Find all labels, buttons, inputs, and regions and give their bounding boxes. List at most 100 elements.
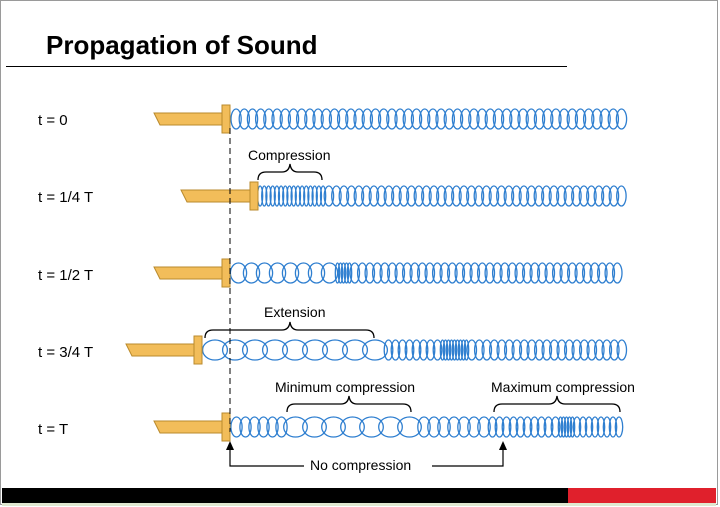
spring-coil (569, 416, 576, 438)
spring-coil (563, 185, 575, 207)
spring-coil (473, 339, 485, 361)
spring-coil (457, 416, 471, 438)
spring-coil (294, 185, 302, 207)
spring-coil (238, 108, 251, 130)
spring-coil (230, 108, 242, 130)
spring-coil (221, 339, 249, 361)
spring-coil (346, 262, 353, 284)
spring-coil (255, 262, 274, 284)
spring-coil (616, 185, 627, 207)
spring-coil (543, 416, 554, 438)
spring-coil (323, 185, 335, 207)
footer-bar-red (568, 488, 716, 503)
spring-coil (491, 262, 503, 284)
spring-coil (361, 108, 374, 130)
spring-coil (518, 339, 530, 361)
spring-coil (454, 339, 461, 361)
spring-coil (484, 262, 496, 284)
spring-coil (435, 108, 447, 130)
spring-coil (460, 339, 467, 361)
piston-half-t (153, 258, 231, 288)
spring-coil (229, 262, 248, 284)
spring-coil (312, 108, 324, 130)
spring-coil (311, 185, 318, 207)
piston-full-t (153, 412, 231, 442)
spring-coil (566, 416, 573, 438)
spring-coil (425, 339, 436, 361)
piston-plate (249, 181, 259, 211)
spring-coil (457, 339, 464, 361)
spring-coil (263, 108, 275, 130)
spring-coil (481, 185, 492, 207)
pistons-layer (125, 104, 259, 442)
spring-coil (548, 185, 560, 207)
spring-coil (418, 339, 429, 361)
row-label-t0: t = 0 (38, 112, 68, 129)
spring-coil (376, 185, 387, 207)
spring-coil (521, 262, 533, 284)
spring-coil (320, 108, 333, 130)
spring-coil (525, 108, 538, 130)
spring-coil (574, 108, 587, 130)
spring-coil (404, 339, 415, 361)
spring-coil (593, 185, 605, 207)
spring-coil (608, 339, 620, 361)
spring-coil (298, 185, 306, 207)
spring-coil (269, 185, 276, 207)
spring-coil (343, 262, 350, 284)
spring-coil (406, 185, 417, 207)
spring-coil (254, 108, 267, 130)
spring-coil (517, 108, 529, 130)
spring-coil (518, 185, 530, 207)
maximum-compression-brace (493, 395, 621, 413)
spring-coil (541, 108, 554, 130)
spring-coil (551, 262, 563, 284)
spring-coil (496, 339, 508, 361)
springs-layer (201, 108, 628, 438)
spring-coil (469, 262, 481, 284)
spring-coil (590, 416, 600, 438)
spring-coil (401, 262, 413, 284)
piston-plate (221, 258, 231, 288)
spring-coil (451, 185, 462, 207)
spring-coil (503, 339, 515, 361)
spring-coil (614, 416, 624, 438)
spring-coil (391, 185, 402, 207)
spring-coil (432, 339, 443, 361)
spring-coil (268, 262, 287, 284)
spring-coil (477, 416, 491, 438)
spring-coil (398, 185, 410, 207)
spring-coil (439, 339, 446, 361)
spring-coil (301, 339, 329, 361)
spring-coil (383, 185, 395, 207)
spring-coil (557, 416, 564, 438)
spring-coil (356, 262, 368, 284)
spring-coil (494, 416, 505, 438)
spring-coil (488, 339, 500, 361)
spring-coil (473, 185, 485, 207)
spring-coil (463, 339, 470, 361)
spring-coil (611, 262, 623, 284)
spring-coil (281, 262, 300, 284)
spring-coil (544, 262, 556, 284)
spring-coil (442, 339, 449, 361)
row-label-half: t = 1/2 T (38, 267, 93, 284)
arrow-up-left (226, 441, 234, 450)
spring-coil (508, 416, 519, 438)
spring-coil (424, 262, 436, 284)
spring-coil (536, 416, 547, 438)
spring-coil (503, 185, 515, 207)
piston-plate (193, 335, 203, 365)
spring-coil (337, 262, 344, 284)
spring-coil (390, 339, 401, 361)
spring-quarter-t (256, 185, 627, 207)
spring-coil (468, 108, 480, 130)
spring-coil (446, 262, 458, 284)
spring-three-quarter-t (201, 339, 628, 361)
spring-coil (328, 108, 341, 130)
spring-coil (448, 339, 455, 361)
spring-coil (476, 108, 488, 130)
spring-coil (320, 262, 339, 284)
spring-coil (281, 339, 309, 361)
